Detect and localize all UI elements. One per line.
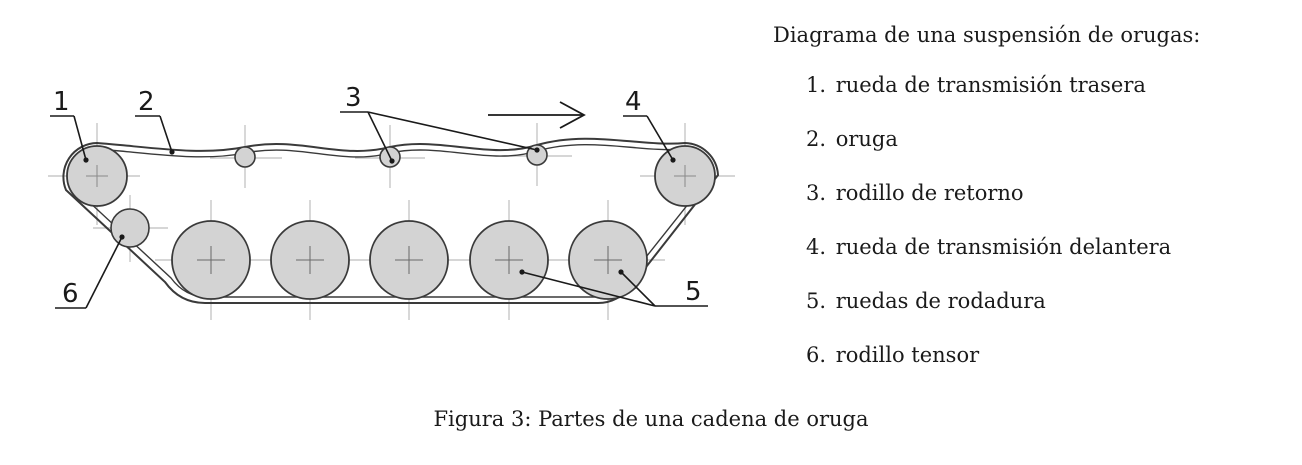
legend-item-number: 5. bbox=[806, 289, 827, 313]
legend-item-label: ruedas de rodadura bbox=[835, 289, 1046, 313]
legend-item-label: rodillo tensor bbox=[835, 343, 980, 367]
figure-caption: Figura 3: Partes de una cadena de oruga bbox=[433, 407, 869, 431]
legend-list: 1. rueda de transmisión trasera 2. oruga… bbox=[773, 70, 1293, 370]
legend-item: 2. oruga bbox=[806, 124, 1293, 154]
callout-5: 5 bbox=[685, 277, 702, 307]
legend-item-number: 6. bbox=[806, 343, 827, 367]
legend-item: 4. rueda de transmisión delantera bbox=[806, 232, 1293, 262]
legend-item-label: rodillo de retorno bbox=[835, 181, 1024, 205]
road-wheel bbox=[171, 220, 251, 300]
leader-dots bbox=[83, 147, 676, 275]
legend-item: 1. rueda de transmisión trasera bbox=[806, 70, 1293, 100]
legend-item: 5. ruedas de rodadura bbox=[806, 286, 1293, 316]
legend-item-number: 1. bbox=[806, 73, 827, 97]
legend-item-number: 3. bbox=[806, 181, 827, 205]
road-wheel bbox=[270, 220, 350, 300]
track-outer bbox=[62, 137, 720, 304]
track-inner bbox=[70, 143, 713, 298]
callout-2: 2 bbox=[138, 87, 155, 117]
callout-1: 1 bbox=[53, 87, 70, 117]
direction-arrow-icon bbox=[488, 101, 586, 129]
legend-item: 6. rodillo tensor bbox=[806, 340, 1293, 370]
legend-item-number: 2. bbox=[806, 127, 827, 151]
rear-drive-wheel bbox=[66, 145, 128, 207]
legend-item-label: rueda de transmisión delantera bbox=[835, 235, 1172, 259]
front-drive-wheel bbox=[654, 145, 716, 207]
callout-4: 4 bbox=[625, 87, 642, 117]
legend-item-number: 4. bbox=[806, 235, 827, 259]
return-roller bbox=[526, 144, 548, 166]
leader-lines bbox=[50, 111, 708, 309]
road-wheel bbox=[469, 220, 549, 300]
road-wheel bbox=[369, 220, 449, 300]
tensioner-roller bbox=[110, 208, 150, 248]
callout-3: 3 bbox=[345, 83, 362, 113]
legend-item-label: oruga bbox=[835, 127, 898, 151]
return-roller bbox=[234, 146, 256, 168]
legend-item: 3. rodillo de retorno bbox=[806, 178, 1293, 208]
legend-title: Diagrama de una suspensión de orugas: bbox=[773, 23, 1201, 47]
legend: Diagrama de una suspensión de orugas: 1.… bbox=[773, 20, 1293, 394]
legend-item-label: rueda de transmisión trasera bbox=[835, 73, 1146, 97]
callout-6: 6 bbox=[62, 279, 79, 309]
